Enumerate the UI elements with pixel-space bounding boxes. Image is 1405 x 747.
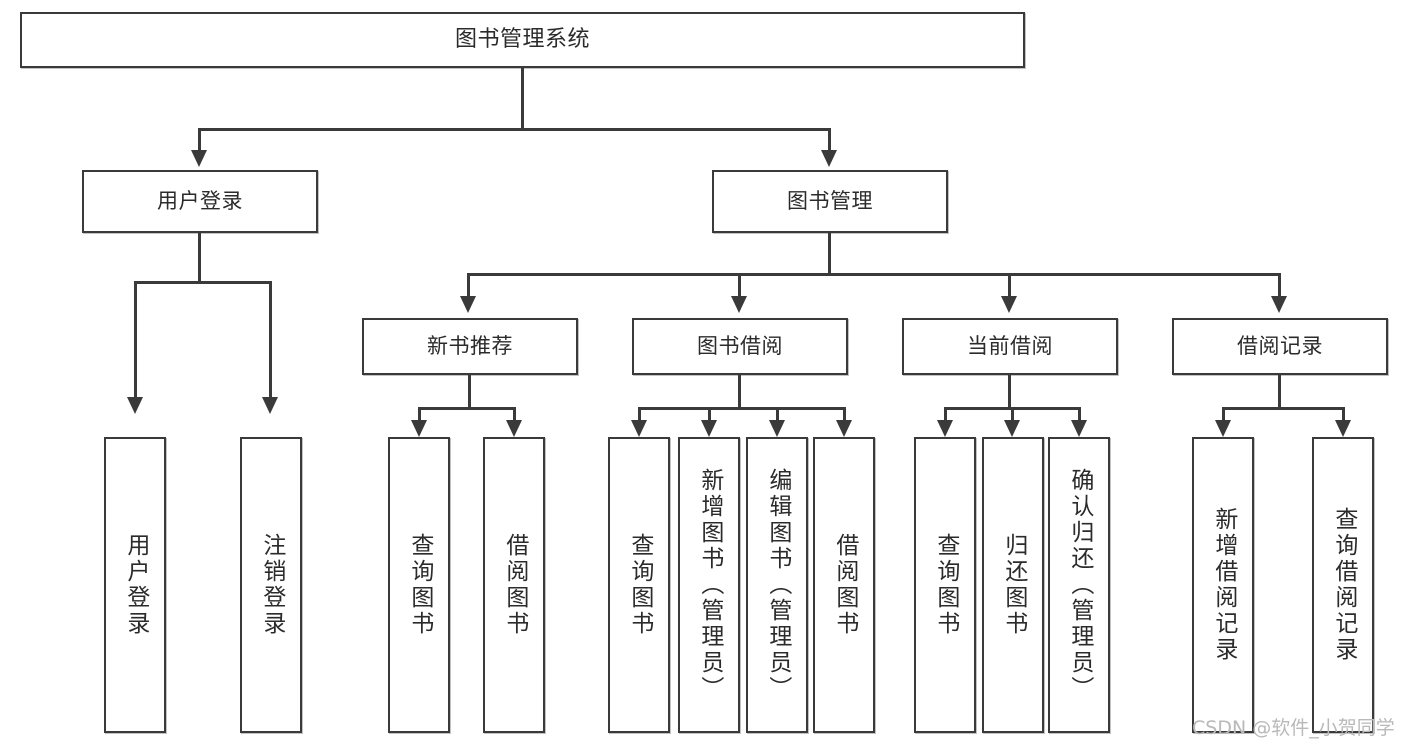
node-book-borrowing[interactable]: 图书借阅 [632, 318, 848, 375]
connector-new-book-left [418, 407, 421, 421]
leaf-logout[interactable]: 注销登录 [240, 437, 302, 733]
node-label: 查询图书 [626, 533, 653, 637]
node-label: 借阅图书 [831, 533, 858, 637]
leaf-query-book-borrow[interactable]: 查询图书 [608, 437, 670, 733]
csdn-watermark: CSDN @软件_小贺同学 [1192, 717, 1395, 739]
connector-root-stem [521, 68, 524, 130]
leaf-borrow-book-recommend[interactable]: 借阅图书 [483, 437, 545, 733]
arrow-leaf-query-borrow-record [1335, 420, 1351, 437]
connector-borrow-record-left [1222, 407, 1225, 421]
leaf-query-book-current[interactable]: 查询图书 [914, 437, 976, 733]
leaf-add-book-admin[interactable]: 新增图书（管理员） [678, 437, 740, 733]
arrow-leaf-confirm-return-admin [1071, 420, 1087, 437]
connector-to-book-borrow [738, 273, 741, 297]
node-label: 查询借阅记录 [1330, 507, 1357, 663]
connector-borrow-record-right [1342, 407, 1345, 421]
node-label: 查询图书 [406, 533, 433, 637]
node-label: 新增图书（管理员） [696, 468, 723, 702]
connector-level3-bus [467, 273, 1281, 276]
node-label: 新书推荐 [427, 334, 513, 358]
node-new-book-recommendation[interactable]: 新书推荐 [362, 318, 578, 375]
node-label: 注销登录 [258, 533, 285, 637]
connector-to-new-book [467, 273, 470, 297]
connector-book-borrow-1 [638, 407, 641, 421]
arrow-leaf-query-book-current [937, 420, 953, 437]
leaf-query-book-recommend[interactable]: 查询图书 [388, 437, 450, 733]
leaf-query-borrow-record[interactable]: 查询借阅记录 [1312, 437, 1374, 733]
arrow-leaf-query-book-recommend [411, 420, 427, 437]
leaf-return-book[interactable]: 归还图书 [982, 437, 1044, 733]
connector-borrow-record-bus [1222, 407, 1344, 410]
connector-book-borrow-3 [776, 407, 779, 421]
node-label: 确认归还（管理员） [1066, 468, 1093, 702]
arrow-leaf-edit-book-admin [769, 420, 785, 437]
leaf-borrow-book[interactable]: 借阅图书 [813, 437, 875, 733]
arrow-to-current-borrowing [1001, 296, 1017, 313]
connector-root-bus [198, 128, 830, 131]
leaf-edit-book-admin[interactable]: 编辑图书（管理员） [746, 437, 808, 733]
connector-user-login-left [134, 281, 137, 398]
connector-to-current-borrow [1008, 273, 1011, 297]
node-current-borrowing[interactable]: 当前借阅 [902, 318, 1118, 375]
node-borrowing-record[interactable]: 借阅记录 [1172, 318, 1388, 375]
arrow-leaf-return-book [1004, 420, 1020, 437]
connector-new-book-bus [418, 407, 516, 410]
node-label: 新增借阅记录 [1210, 507, 1237, 663]
connector-current-borrow-1 [944, 407, 947, 421]
connector-to-borrow-record [1278, 273, 1281, 297]
arrow-leaf-add-borrow-record [1215, 420, 1231, 437]
node-root-library-management-system[interactable]: 图书管理系统 [20, 12, 1025, 68]
arrow-to-book-borrowing [731, 296, 747, 313]
node-label: 查询图书 [932, 533, 959, 637]
node-label: 图书管理系统 [454, 27, 590, 52]
connector-book-management-stem [828, 233, 831, 275]
arrow-leaf-logout [262, 397, 278, 414]
node-label: 用户登录 [122, 533, 149, 637]
connector-current-borrow-stem [1008, 375, 1011, 409]
connector-to-book-management [828, 128, 831, 151]
arrow-leaf-borrow-book-recommend [506, 420, 522, 437]
connector-book-borrow-2 [708, 407, 711, 421]
node-label: 用户登录 [157, 189, 243, 213]
node-label: 图书借阅 [697, 334, 783, 358]
arrow-to-user-login [191, 150, 207, 167]
arrow-leaf-add-book-admin [701, 420, 717, 437]
node-user-login[interactable]: 用户登录 [82, 170, 318, 233]
node-label: 借阅记录 [1237, 334, 1323, 358]
node-book-management[interactable]: 图书管理 [712, 170, 948, 233]
arrow-leaf-query-book-borrow [631, 420, 647, 437]
connector-book-borrow-bus [638, 407, 845, 410]
connector-current-borrow-2 [1011, 407, 1014, 421]
arrow-to-new-book-recommendation [460, 296, 476, 313]
node-label: 归还图书 [1000, 533, 1027, 637]
arrow-leaf-borrow-book [836, 420, 852, 437]
connector-to-user-login [198, 128, 201, 151]
arrow-to-book-management [821, 150, 837, 167]
node-label: 编辑图书（管理员） [764, 468, 791, 702]
connector-user-login-stem [198, 233, 201, 283]
connector-new-book-stem [468, 375, 471, 409]
arrow-leaf-user-login [127, 397, 143, 414]
node-label: 图书管理 [787, 189, 873, 213]
leaf-confirm-return-admin[interactable]: 确认归还（管理员） [1048, 437, 1110, 733]
leaf-add-borrow-record[interactable]: 新增借阅记录 [1192, 437, 1254, 733]
leaf-user-login[interactable]: 用户登录 [104, 437, 166, 733]
connector-book-borrow-4 [843, 407, 846, 421]
node-label: 当前借阅 [967, 334, 1053, 358]
connector-user-login-bus [134, 281, 272, 284]
connector-user-login-right [269, 281, 272, 398]
connector-book-borrow-stem [738, 375, 741, 409]
connector-current-borrow-3 [1078, 407, 1081, 421]
connector-borrow-record-stem [1278, 375, 1281, 409]
node-label: 借阅图书 [501, 533, 528, 637]
arrow-to-borrowing-record [1271, 296, 1287, 313]
connector-new-book-right [513, 407, 516, 421]
